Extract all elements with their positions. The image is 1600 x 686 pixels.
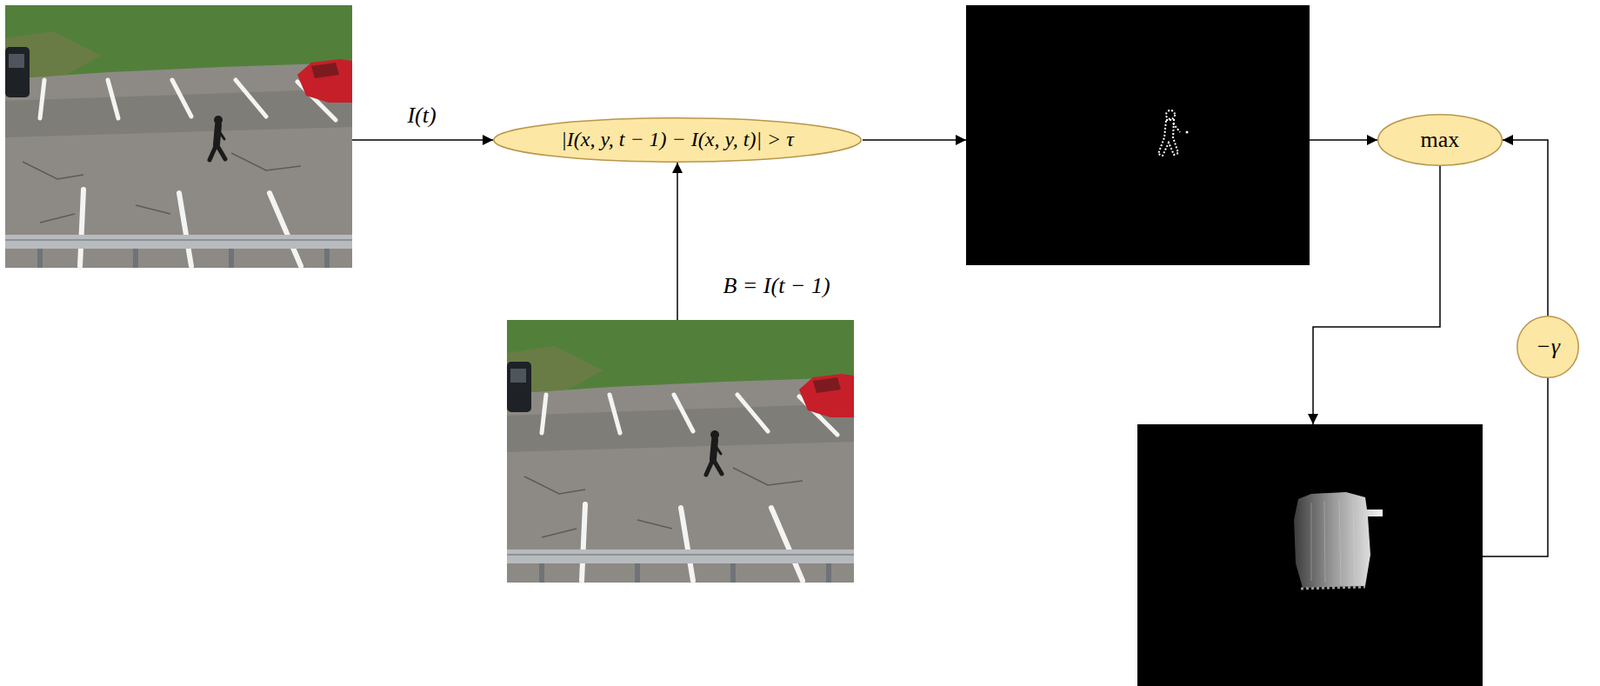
node-text: −γ xyxy=(1535,333,1560,360)
difference-image xyxy=(966,5,1310,266)
node-shape xyxy=(1378,114,1503,167)
pedestrian xyxy=(209,115,226,160)
max-output-arrow xyxy=(1313,166,1440,425)
node-text: |I(x, y, t − 1) − I(x, y, t)| > τ xyxy=(560,127,794,153)
decay-circle: −γ xyxy=(1516,315,1580,379)
motion-history-image xyxy=(1137,424,1483,686)
feedback-wire xyxy=(1482,378,1548,557)
flow-arrows xyxy=(352,140,1548,557)
threshold-output-arrow xyxy=(862,139,967,141)
signal-label: I(t) xyxy=(405,102,438,129)
background-frame-photo xyxy=(506,320,854,583)
feedback-connector xyxy=(1502,140,1548,316)
input-frame-photo xyxy=(5,5,353,268)
background-arrow xyxy=(676,162,679,320)
node-shape xyxy=(493,118,862,163)
input-arrow xyxy=(352,139,494,141)
max-ellipse: max xyxy=(1377,113,1503,167)
node-shape xyxy=(1517,316,1580,379)
node-text: max xyxy=(1420,126,1460,154)
signal-label: B = I(t − 1) xyxy=(720,273,832,300)
difference-to-max-arrow xyxy=(1309,139,1378,141)
pedestrian xyxy=(706,430,722,475)
threshold-ellipse: |I(x, y, t − 1) − I(x, y, t)| > τ xyxy=(493,117,862,163)
